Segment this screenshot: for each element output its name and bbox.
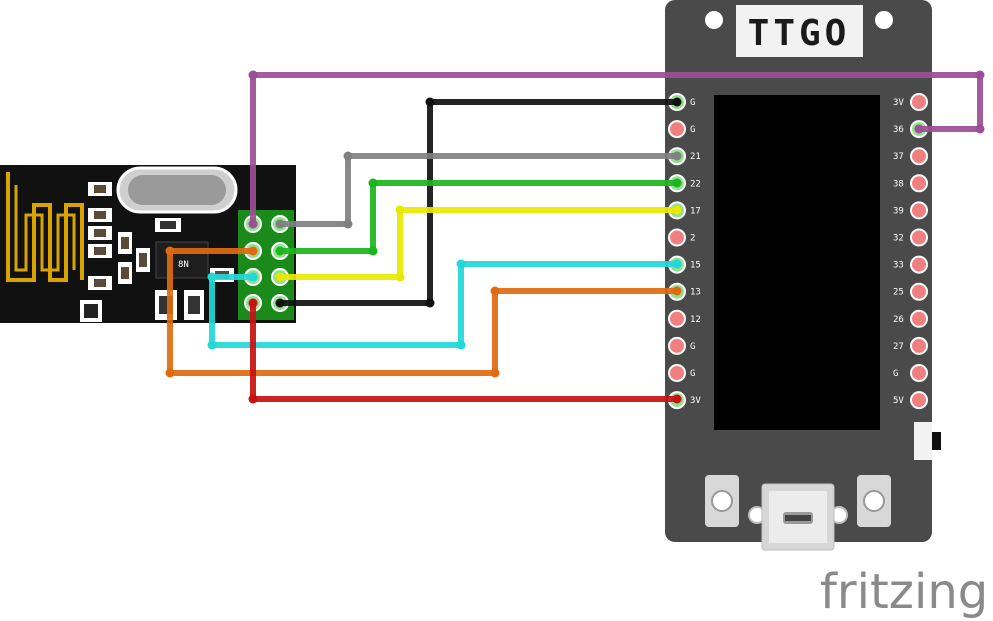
- wire-to-3v[interactable]: [250, 300, 680, 402]
- wire-bend-point: [207, 272, 217, 282]
- wire-bend-point: [490, 368, 500, 378]
- right-pin-9: [910, 309, 928, 328]
- right-pin-11: [910, 364, 928, 382]
- wire-bend-point: [672, 286, 682, 296]
- wire-bend-point: [395, 205, 405, 215]
- micro-usb-port[interactable]: [748, 483, 848, 551]
- wire-to-22[interactable]: [277, 180, 680, 254]
- left-pin-label: 15: [690, 261, 701, 271]
- left-pin-10: [668, 336, 686, 355]
- wires: [165, 70, 985, 404]
- wire-bend-point: [672, 97, 682, 107]
- wire-bend-point: [395, 272, 405, 282]
- wire-bend-point: [672, 394, 682, 404]
- wire-bend-point: [672, 259, 682, 269]
- right-push-button[interactable]: [857, 475, 891, 527]
- wire-bend-point: [275, 246, 285, 256]
- left-pin-label: 3V: [690, 396, 701, 406]
- right-pin-label: G: [893, 369, 898, 379]
- left-pin-label: 17: [690, 206, 701, 216]
- wire-bend-point: [672, 151, 682, 161]
- wire-bend-point: [975, 70, 985, 80]
- chip-marking: 8N: [178, 260, 189, 270]
- right-pin-label: 27: [893, 342, 904, 352]
- wire-bend-point: [248, 246, 258, 256]
- pcb-antenna: [6, 172, 84, 282]
- left-pin-label: G: [690, 342, 695, 352]
- wire-bend-point: [248, 70, 258, 80]
- left-pin-label: 13: [690, 288, 701, 298]
- right-pin-label: 3V: [893, 98, 904, 108]
- left-pin-11: [668, 364, 686, 382]
- wire-bend-point: [456, 340, 466, 350]
- wire-to-13[interactable]: [167, 248, 680, 376]
- wire-to-17[interactable]: [277, 207, 680, 280]
- right-pin-label: 5V: [893, 396, 904, 406]
- left-pin-label: 21: [690, 152, 701, 162]
- right-pin-label: 38: [893, 179, 904, 189]
- wire-to-g[interactable]: [277, 99, 680, 306]
- wire-bend-point: [672, 178, 682, 188]
- wire-bend-point: [975, 124, 985, 134]
- power-switch[interactable]: [914, 422, 932, 460]
- left-push-button[interactable]: [705, 475, 739, 527]
- wire-bend-point: [343, 219, 353, 229]
- left-pin-label: 12: [690, 315, 701, 325]
- right-pin-6: [910, 228, 928, 247]
- right-pin-12: [910, 391, 928, 410]
- right-pin-label: 32: [893, 234, 904, 244]
- mount-hole-right: [875, 11, 893, 29]
- left-pin-label: G: [690, 125, 695, 135]
- right-pin-label: 39: [893, 206, 904, 216]
- wire-bend-point: [368, 246, 378, 256]
- nrf24-module: 8N: [0, 165, 296, 323]
- wire-to-21[interactable]: [277, 153, 680, 227]
- wire-bend-point: [490, 286, 500, 296]
- right-pin-label: 37: [893, 152, 904, 162]
- wire-bend-point: [914, 124, 924, 134]
- fritzing-watermark: fritzing: [820, 564, 988, 620]
- left-pin-label: 2: [690, 234, 695, 244]
- wire-bend-point: [425, 298, 435, 308]
- mount-hole-left: [705, 11, 723, 29]
- wire-bend-point: [248, 298, 258, 308]
- wire-bend-point: [275, 272, 285, 282]
- board-title: TTGO: [748, 13, 851, 54]
- wire-to-15[interactable]: [209, 261, 680, 348]
- left-pin-label: 22: [690, 179, 701, 189]
- right-pin-1: [910, 93, 928, 111]
- right-pin-7: [910, 255, 928, 274]
- brand-label-bg: [736, 5, 863, 57]
- right-pin-5: [910, 201, 928, 220]
- right-pin-4: [910, 174, 928, 193]
- wire-bend-point: [368, 178, 378, 188]
- right-pin-label: 26: [893, 315, 904, 325]
- wire-bend-point: [456, 259, 466, 269]
- right-pin-8: [910, 282, 928, 301]
- wire-bend-point: [248, 219, 258, 229]
- wire-bend-point: [275, 219, 285, 229]
- wire-bend-point: [425, 97, 435, 107]
- wire-bend-point: [248, 394, 258, 404]
- right-pin-3: [910, 147, 928, 166]
- right-pin-label: 36: [893, 125, 904, 135]
- left-pin-9: [668, 309, 686, 328]
- left-pin-label: G: [690, 369, 695, 379]
- left-pin-2: [668, 120, 686, 139]
- ttgo-board: TTGO GG2122172151312GG3V3V36373839323325…: [665, 0, 941, 551]
- wire-bend-point: [207, 340, 217, 350]
- wire-bend-point: [275, 298, 285, 308]
- wire-bend-point: [248, 272, 258, 282]
- right-pin-label: 33: [893, 261, 904, 271]
- oled-screen: [714, 95, 880, 430]
- right-pin-label: 25: [893, 288, 904, 298]
- right-pin-10: [910, 336, 928, 355]
- wire-bend-point: [165, 368, 175, 378]
- left-pin-label: G: [690, 98, 695, 108]
- wire-bend-point: [343, 151, 353, 161]
- wire-bend-point: [165, 246, 175, 256]
- left-pin-6: [668, 228, 686, 247]
- wire-bend-point: [672, 205, 682, 215]
